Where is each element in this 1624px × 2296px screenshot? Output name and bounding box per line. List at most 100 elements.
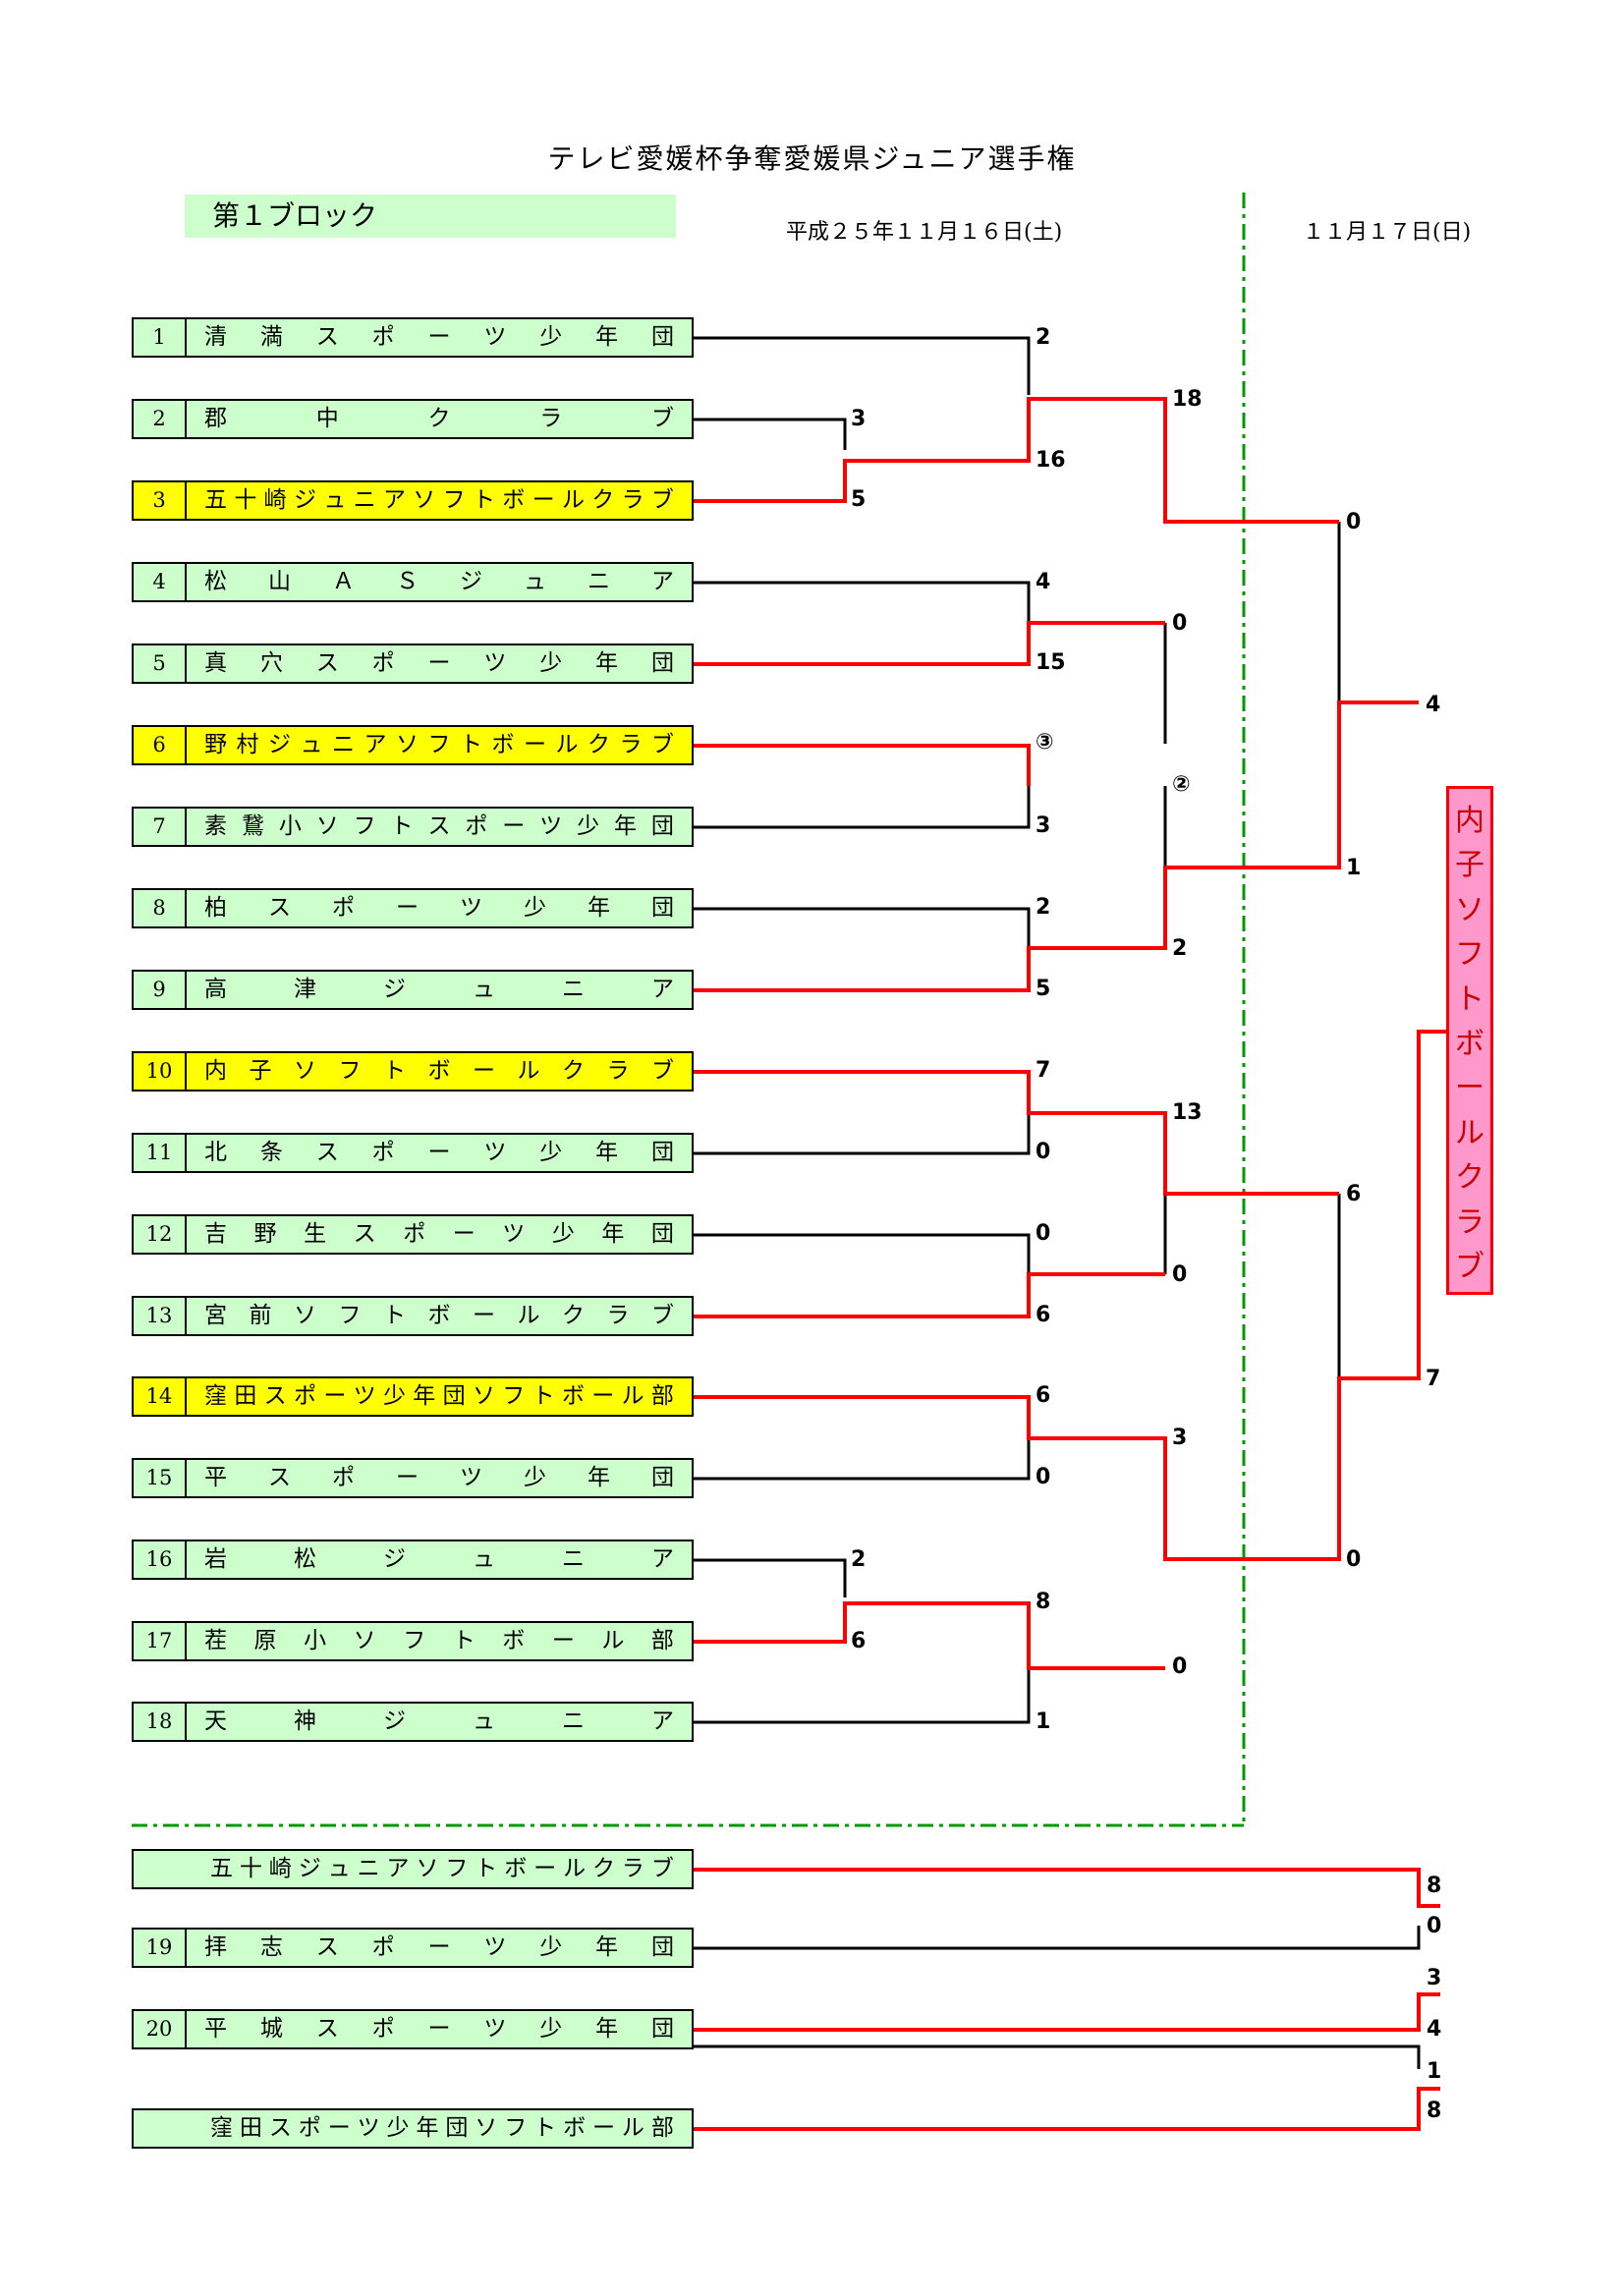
team-number: 19 bbox=[134, 1930, 187, 1966]
score-label: 0 bbox=[1346, 510, 1362, 534]
team-name: 高津ジュニア bbox=[204, 977, 674, 1002]
team-row: 5 真穴スポーツ少年団 bbox=[132, 644, 694, 684]
team-name: 窪田スポーツ少年団ソフトボール部 bbox=[210, 2115, 674, 2141]
team-row: 17 茬原小ソフトボール部 bbox=[132, 1621, 694, 1661]
score-label: 2 bbox=[1036, 325, 1051, 350]
winner-char: ボ bbox=[1455, 1026, 1484, 1061]
date-day2: １１月１７日(日) bbox=[1303, 220, 1472, 245]
team-row-highlighted: 10 内子ソフトボールクラブ bbox=[132, 1051, 694, 1092]
team-name: 平城スポーツ少年団 bbox=[204, 2016, 674, 2042]
team-number: 9 bbox=[134, 972, 187, 1008]
team-number: 3 bbox=[134, 482, 187, 519]
date-day1: 平成２５年１１月１６日(土) bbox=[786, 220, 1063, 245]
score-label: 1 bbox=[1427, 2059, 1442, 2084]
score-label: 1 bbox=[1346, 856, 1362, 880]
team-name: 窪田スポーツ少年団ソフトボール部 bbox=[204, 1383, 674, 1409]
score-label: 3 bbox=[851, 407, 867, 431]
score-label: 5 bbox=[851, 487, 867, 512]
score-label: 8 bbox=[1036, 1590, 1051, 1614]
team-number: 8 bbox=[134, 890, 187, 926]
team-name: 茬原小ソフトボール部 bbox=[204, 1628, 674, 1653]
winner-char: ク bbox=[1455, 1160, 1484, 1196]
score-label: 2 bbox=[851, 1547, 867, 1572]
winner-char: 内 bbox=[1455, 803, 1484, 838]
score-label: 16 bbox=[1036, 448, 1066, 473]
team-name: 清満スポーツ少年団 bbox=[204, 324, 674, 350]
team-row: 11 北条スポーツ少年団 bbox=[132, 1133, 694, 1173]
team-number: 18 bbox=[134, 1704, 187, 1740]
team-row-highlighted: 3 五十崎ジュニアソフトボールクラブ bbox=[132, 480, 694, 521]
score-label: 1 bbox=[1036, 1709, 1051, 1734]
losing-paths bbox=[694, 336, 1421, 2069]
score-label: 0 bbox=[1427, 1914, 1442, 1938]
team-row: 15 平スポーツ少年団 bbox=[132, 1458, 694, 1498]
team-name: 素鵞小ソフトスポーツ少年団 bbox=[204, 813, 674, 839]
score-label: 6 bbox=[851, 1629, 867, 1653]
team-number: 4 bbox=[134, 564, 187, 600]
team-number: 1 bbox=[134, 319, 187, 356]
score-label: 0 bbox=[1036, 1221, 1051, 1246]
score-label: 3 bbox=[1427, 1966, 1442, 1990]
team-name: 宮前ソフトボールクラブ bbox=[204, 1303, 674, 1328]
score-label: 3 bbox=[1172, 1426, 1188, 1450]
team-number: 2 bbox=[134, 401, 187, 437]
score-label: 4 bbox=[1427, 2017, 1442, 2042]
playoff-team-row: 20 平城スポーツ少年団 bbox=[132, 2009, 694, 2049]
team-name: 岩松ジュニア bbox=[204, 1546, 674, 1572]
team-name: 野村ジュニアソフトボールクラブ bbox=[204, 732, 674, 757]
score-label: 13 bbox=[1172, 1100, 1203, 1125]
team-row: 7 素鵞小ソフトスポーツ少年団 bbox=[132, 807, 694, 847]
winner-char: ラ bbox=[1455, 1204, 1484, 1240]
team-row: 12 吉野生スポーツ少年団 bbox=[132, 1214, 694, 1255]
score-label: 4 bbox=[1036, 570, 1051, 594]
team-name: 五十崎ジュニアソフトボールクラブ bbox=[210, 1856, 674, 1881]
team-row-highlighted: 14 窪田スポーツ少年団ソフトボール部 bbox=[132, 1376, 694, 1417]
team-row: 1 清満スポーツ少年団 bbox=[132, 317, 694, 358]
score-label: 6 bbox=[1036, 1303, 1051, 1327]
score-label: 0 bbox=[1172, 1262, 1188, 1287]
team-number: 16 bbox=[134, 1541, 187, 1578]
winner-char: ル bbox=[1455, 1115, 1484, 1150]
winner-box: 内 子 ソ フ ト ボ ー ル ク ラ ブ bbox=[1446, 786, 1493, 1295]
winner-char: ー bbox=[1455, 1071, 1484, 1106]
team-number: 11 bbox=[134, 1135, 187, 1171]
score-label: ③ bbox=[1036, 730, 1054, 755]
score-label: 6 bbox=[1036, 1383, 1051, 1408]
score-label: 3 bbox=[1036, 813, 1051, 838]
block-label: 第１ブロック bbox=[185, 195, 676, 238]
team-name: 真穴スポーツ少年団 bbox=[204, 650, 674, 676]
team-row: 18 天神ジュニア bbox=[132, 1702, 694, 1742]
score-label: 2 bbox=[1036, 895, 1051, 920]
score-label: 0 bbox=[1036, 1140, 1051, 1164]
score-label: 0 bbox=[1346, 1547, 1362, 1572]
team-name: 柏スポーツ少年団 bbox=[204, 895, 674, 921]
score-label: ② bbox=[1172, 772, 1191, 797]
score-label: 0 bbox=[1172, 1654, 1188, 1679]
team-number: 14 bbox=[134, 1378, 187, 1415]
score-label: 0 bbox=[1172, 611, 1188, 636]
score-label: 7 bbox=[1036, 1058, 1051, 1083]
score-label: 8 bbox=[1427, 1874, 1442, 1898]
winner-char: ブ bbox=[1455, 1250, 1484, 1285]
score-label: 7 bbox=[1426, 1367, 1441, 1391]
playoff-team-row: 窪田スポーツ少年団ソフトボール部 bbox=[132, 2108, 694, 2149]
team-number: 20 bbox=[134, 2011, 187, 2047]
team-name: 五十崎ジュニアソフトボールクラブ bbox=[204, 487, 674, 513]
score-label: 0 bbox=[1036, 1465, 1051, 1489]
team-name: 吉野生スポーツ少年団 bbox=[204, 1221, 674, 1247]
team-row: 9 高津ジュニア bbox=[132, 970, 694, 1010]
team-number: 15 bbox=[134, 1460, 187, 1496]
playoff-team-row: 五十崎ジュニアソフトボールクラブ bbox=[132, 1849, 694, 1889]
team-row-highlighted: 6 野村ジュニアソフトボールクラブ bbox=[132, 725, 694, 765]
team-name: 拝志スポーツ少年団 bbox=[204, 1934, 674, 1960]
team-name: 天神ジュニア bbox=[204, 1708, 674, 1734]
score-label: 18 bbox=[1172, 387, 1203, 412]
team-number: 5 bbox=[134, 645, 187, 682]
team-row: 8 柏スポーツ少年団 bbox=[132, 888, 694, 928]
winner-char: ト bbox=[1455, 981, 1484, 1017]
team-number: 6 bbox=[134, 727, 187, 763]
team-name: 北条スポーツ少年団 bbox=[204, 1140, 674, 1165]
team-number: 12 bbox=[134, 1216, 187, 1253]
